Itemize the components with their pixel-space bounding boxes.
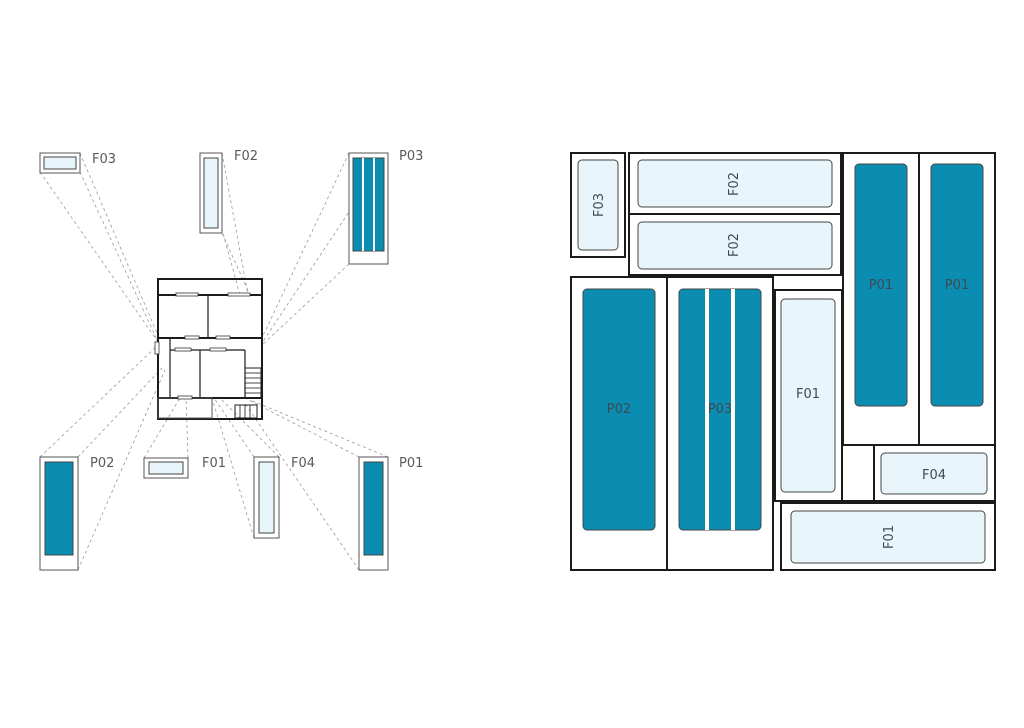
left-f02: F02 [199,149,258,234]
label-right-f04: F04 [922,468,946,483]
label-right-f01a: F01 [796,387,820,402]
label-right-p02: P02 [607,402,631,417]
right-f02-bottom: F02 [628,213,842,276]
right-f01-vertical: F01 [774,289,843,502]
label-f02: F02 [234,149,258,164]
label-f01: F01 [202,456,226,471]
left-f01: F01 [143,456,226,479]
label-p02: P02 [90,456,114,471]
right-p01-left: P01 [842,152,920,446]
label-f03: F03 [92,152,116,167]
right-f01-horizontal: F01 [780,502,996,571]
label-right-p03: P03 [708,402,732,417]
right-f02-top: F02 [628,152,842,215]
porch [157,397,213,419]
right-f03: F03 [570,152,626,258]
label-right-p01b: P01 [945,278,969,293]
right-empty-cell [841,444,875,502]
label-p01: P01 [399,456,423,471]
left-p03: P03 [348,149,423,265]
right-p03: P03 [666,276,774,571]
label-right-f03: F03 [592,193,607,217]
right-packed-layout: F03 F02 F02 P01 P01 [570,152,996,571]
floor-plan [154,278,263,420]
right-f04: F04 [873,444,996,502]
left-exploded-plan: F03 F02 P03 P02 F01 [39,149,423,571]
label-right-p01a: P01 [869,278,893,293]
left-p01: P01 [358,456,423,571]
stair [234,367,262,419]
label-f04: F04 [291,456,315,471]
label-right-f02b: F02 [727,233,742,257]
right-p01-right: P01 [918,152,996,446]
label-right-f02a: F02 [727,172,742,196]
label-p03: P03 [399,149,423,164]
right-p02: P02 [570,276,668,571]
label-right-f01b: F01 [882,525,897,549]
left-p02: P02 [39,456,114,571]
left-f03: F03 [39,152,116,174]
left-f04: F04 [253,456,315,539]
